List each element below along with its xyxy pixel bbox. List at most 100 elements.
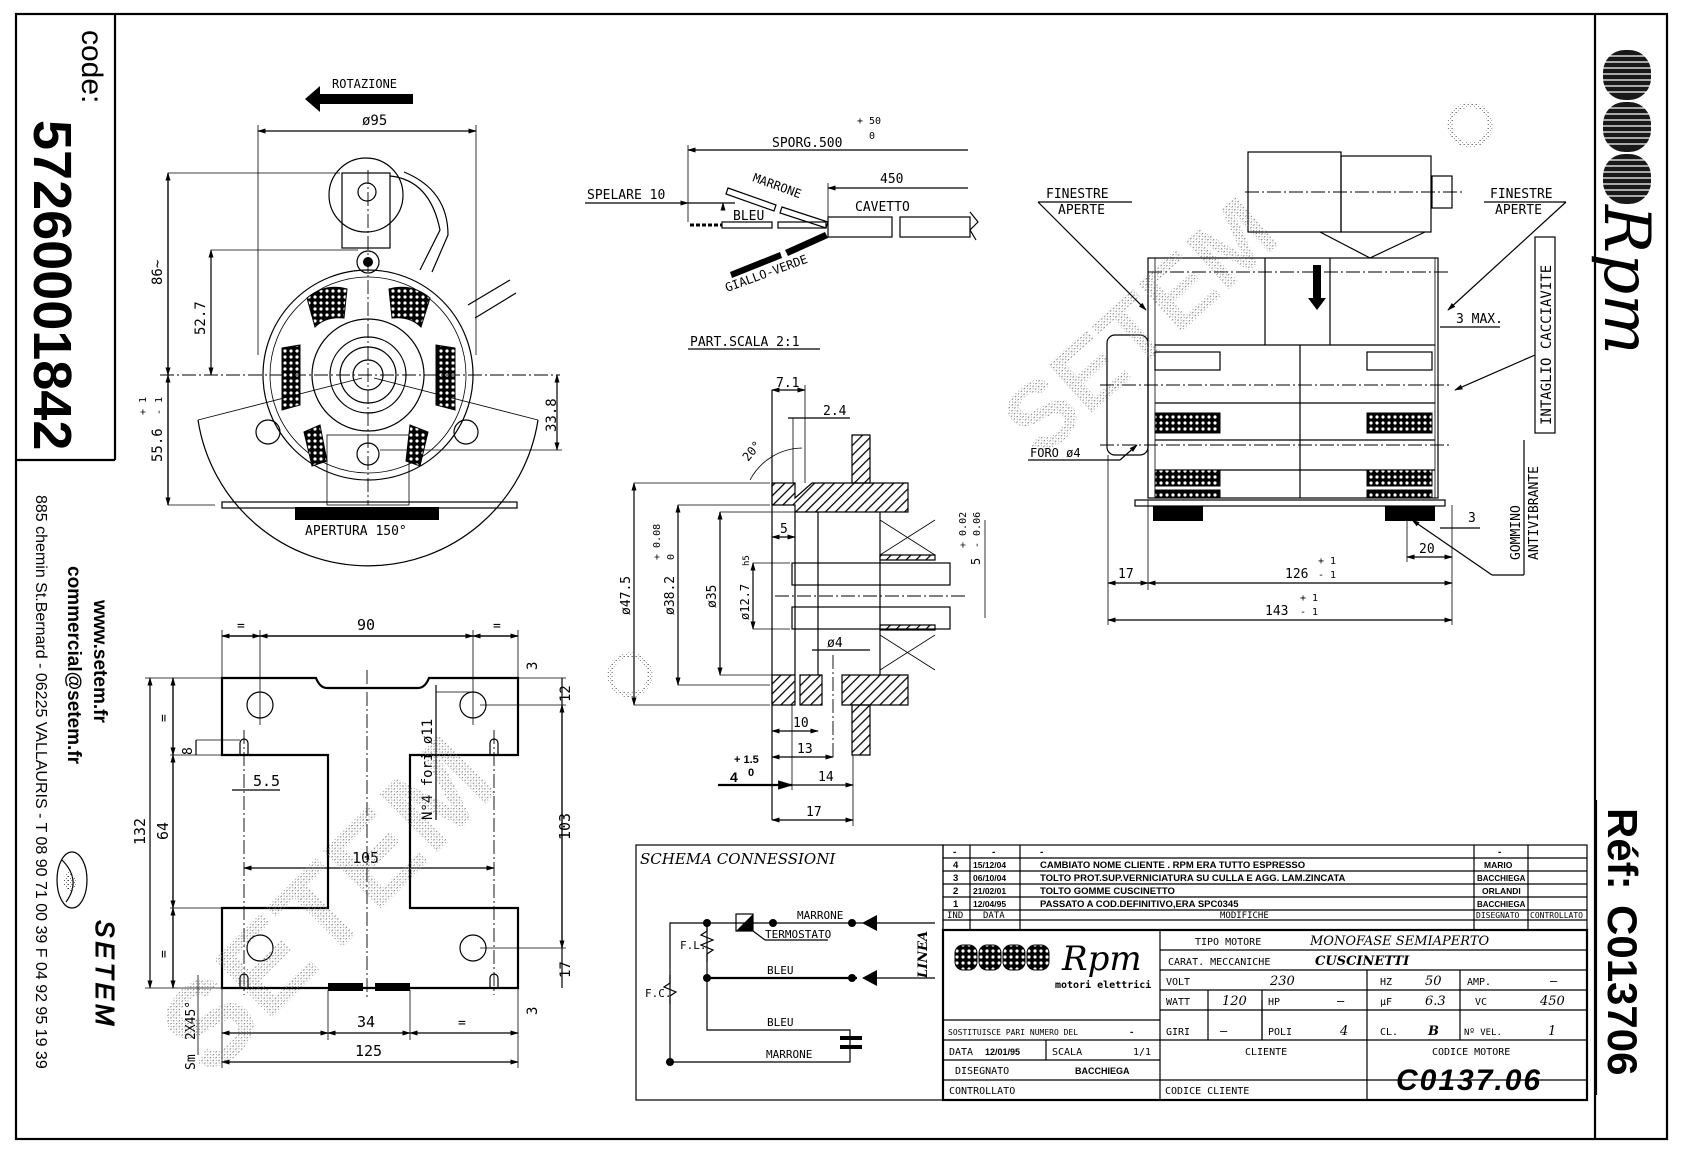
dim-4-tol-minus: 0 <box>748 767 754 779</box>
vel-value: 1 <box>1548 1024 1556 1039</box>
dim-38-2-tol-minus: 0 <box>666 554 677 560</box>
dim-eq-left-top: = <box>157 714 172 722</box>
dim-eq-top-right: = <box>493 619 501 634</box>
dim-103: 103 <box>556 813 574 840</box>
line-input-arrow-icon <box>862 970 877 986</box>
title-block: Rpm motori elettrici TIPO MOTORE MONOFAS… <box>941 928 1589 1102</box>
fc-label: F.C. <box>645 987 672 1000</box>
rev-drawn: MARIO <box>1484 860 1513 870</box>
rev-date: 06/10/04 <box>973 873 1006 883</box>
email-link[interactable]: commercial@setem.fr <box>63 566 84 765</box>
revision-header: IND DATA MODIFICHE DISEGNATO CONTROLLATO <box>947 911 1583 921</box>
rev-changes: - <box>1040 847 1043 858</box>
dim-8: 8 <box>181 747 196 755</box>
dim-143-tol-minus: - 1 <box>1300 607 1318 618</box>
max-label: 3 MAX. <box>1456 312 1503 327</box>
cable-label: CAVETTO <box>855 200 910 215</box>
dim-47-5: ø47.5 <box>619 576 634 615</box>
hole-label: FORO ø4 <box>1030 446 1081 460</box>
spelare-label: SPELARE 10 <box>587 188 665 203</box>
motor-type-label: TIPO MOTORE <box>1195 937 1261 948</box>
vel-label: Nº VEL. <box>1464 1028 1502 1038</box>
wire-blue-mid-label: BLEU <box>767 964 794 977</box>
schematic-title: SCHEMA CONNESSIONI <box>640 850 836 868</box>
drawing-frame <box>14 12 1669 1141</box>
checked-label: CONTROLLATO <box>949 1086 1015 1097</box>
rev-ind: 1 <box>953 899 959 910</box>
company-info: www.setem.fr commercial@setem.fr 885 che… <box>32 495 121 1069</box>
rev-drawn: BACCHIEGA <box>1477 900 1526 909</box>
dim-64: 64 <box>154 822 172 840</box>
fl-winding-icon <box>699 923 715 962</box>
dim-eq-top-left: = <box>237 619 245 634</box>
rpm-logo-subtitle: motori elettrici <box>1055 979 1151 991</box>
header-date: DATA <box>983 911 1005 921</box>
rev-drawn: - <box>1498 847 1501 858</box>
dim-38-2: ø38.2 <box>663 576 678 615</box>
amp-value: — <box>1550 974 1558 988</box>
dim-2-4: 2.4 <box>823 404 847 419</box>
date-value: 12/01/95 <box>985 1047 1020 1057</box>
slot-label: INTAGLIO CACCIAVITE <box>1539 265 1555 425</box>
scale-value: 1/1 <box>1133 1047 1151 1058</box>
line-input-arrow-icon <box>862 915 877 931</box>
rpm-logo-sidebar: Rpm <box>1589 50 1663 355</box>
code-label: code: <box>75 30 108 103</box>
rev-drawn: BACCHIEGA <box>1477 874 1526 883</box>
vc-label: VC <box>1475 997 1487 1008</box>
client-code-label: CODICE CLIENTE <box>1165 1086 1249 1097</box>
windows-left-1: FINESTRE <box>1046 187 1109 202</box>
code-value: 57260001842 <box>22 120 82 450</box>
vc-value: 450 <box>1539 994 1565 1009</box>
ref-label: Réf: <box>1599 808 1646 890</box>
rev-ind: 3 <box>953 873 958 884</box>
dim-5: 5 <box>780 522 788 537</box>
watt-label: WATT <box>1166 997 1190 1008</box>
dim-13: 13 <box>797 742 813 757</box>
setem-logo-icon <box>56 851 88 909</box>
rev-ind: 4 <box>953 860 959 871</box>
rev-date: 12/04/95 <box>973 899 1006 909</box>
rpm-logo-text: Rpm <box>1061 939 1142 979</box>
section-detail: PART.SCALA 2:1 ø47.5 ø38.2 + 0.08 0 <box>619 335 986 826</box>
mech-value: CUSCINETTI <box>1315 954 1410 969</box>
dim-55-6: 55.6 <box>150 428 166 462</box>
motor-code-value: C0137.06 <box>1396 1064 1542 1097</box>
dim-38-2-tol-plus: + 0.08 <box>652 524 663 560</box>
section-title: PART.SCALA 2:1 <box>690 335 800 350</box>
dim-55-6-tol-plus: + 1 <box>138 397 149 415</box>
website-link[interactable]: www.setem.fr <box>89 599 110 723</box>
rpm-brand-text: Rpm <box>1589 204 1663 355</box>
rev-drawn: ORLANDI <box>1482 886 1521 896</box>
sporg-tol-plus: + 50 <box>857 116 881 127</box>
drawn-value: BACCHIEGA <box>1075 1066 1130 1076</box>
base-plate-view: = 90 = 132 64 = = 8 5.5 N°4 fori ø11 105… <box>131 616 574 1070</box>
replaces-label: SOSTITUISCE PARI NUMERO DEL <box>948 1028 1078 1037</box>
revision-row: 1 12/04/95 PASSATO A COD.DEFINITIVO,ERA … <box>953 899 1526 910</box>
dim-17: 17 <box>558 961 574 978</box>
rubber-label-2: ANTIVIBRANTE <box>1527 466 1542 560</box>
dim-thickness: Sm <box>184 1054 199 1070</box>
dim-holes: N°4 fori ø11 <box>420 719 436 820</box>
dim-105: 105 <box>352 849 379 867</box>
dim-10: 10 <box>793 716 809 731</box>
hp-label: HP <box>1268 997 1280 1008</box>
dim-4-hole: ø4 <box>827 636 843 651</box>
watermark-text-top: SETEM <box>983 178 1297 476</box>
scale-label: SCALA <box>1052 1047 1082 1058</box>
wiring-schematic: SCHEMA CONNESSIONI F.L. F.C. MARRONE TER… <box>640 850 935 1066</box>
dim-3-top: 3 <box>525 662 541 670</box>
ref-value: C013706 <box>1599 905 1646 1075</box>
dim-33-8: 33.8 <box>544 398 560 432</box>
side-view: FINESTRE APERTE FINESTRE APERTE 3 MAX. I… <box>1028 151 1567 625</box>
dim-143: 143 <box>1265 604 1288 619</box>
hz-value: 50 <box>1425 974 1442 989</box>
replaces-value: - <box>1130 1027 1133 1038</box>
sporg-tol-minus: 0 <box>869 131 875 142</box>
poli-value: 4 <box>1339 1024 1348 1039</box>
hz-label: HZ <box>1380 977 1392 988</box>
dim-shaft: 5 <box>969 558 983 565</box>
header-drawn: DISEGNATO <box>1476 911 1520 920</box>
windows-right-1: FINESTRE <box>1490 187 1553 202</box>
